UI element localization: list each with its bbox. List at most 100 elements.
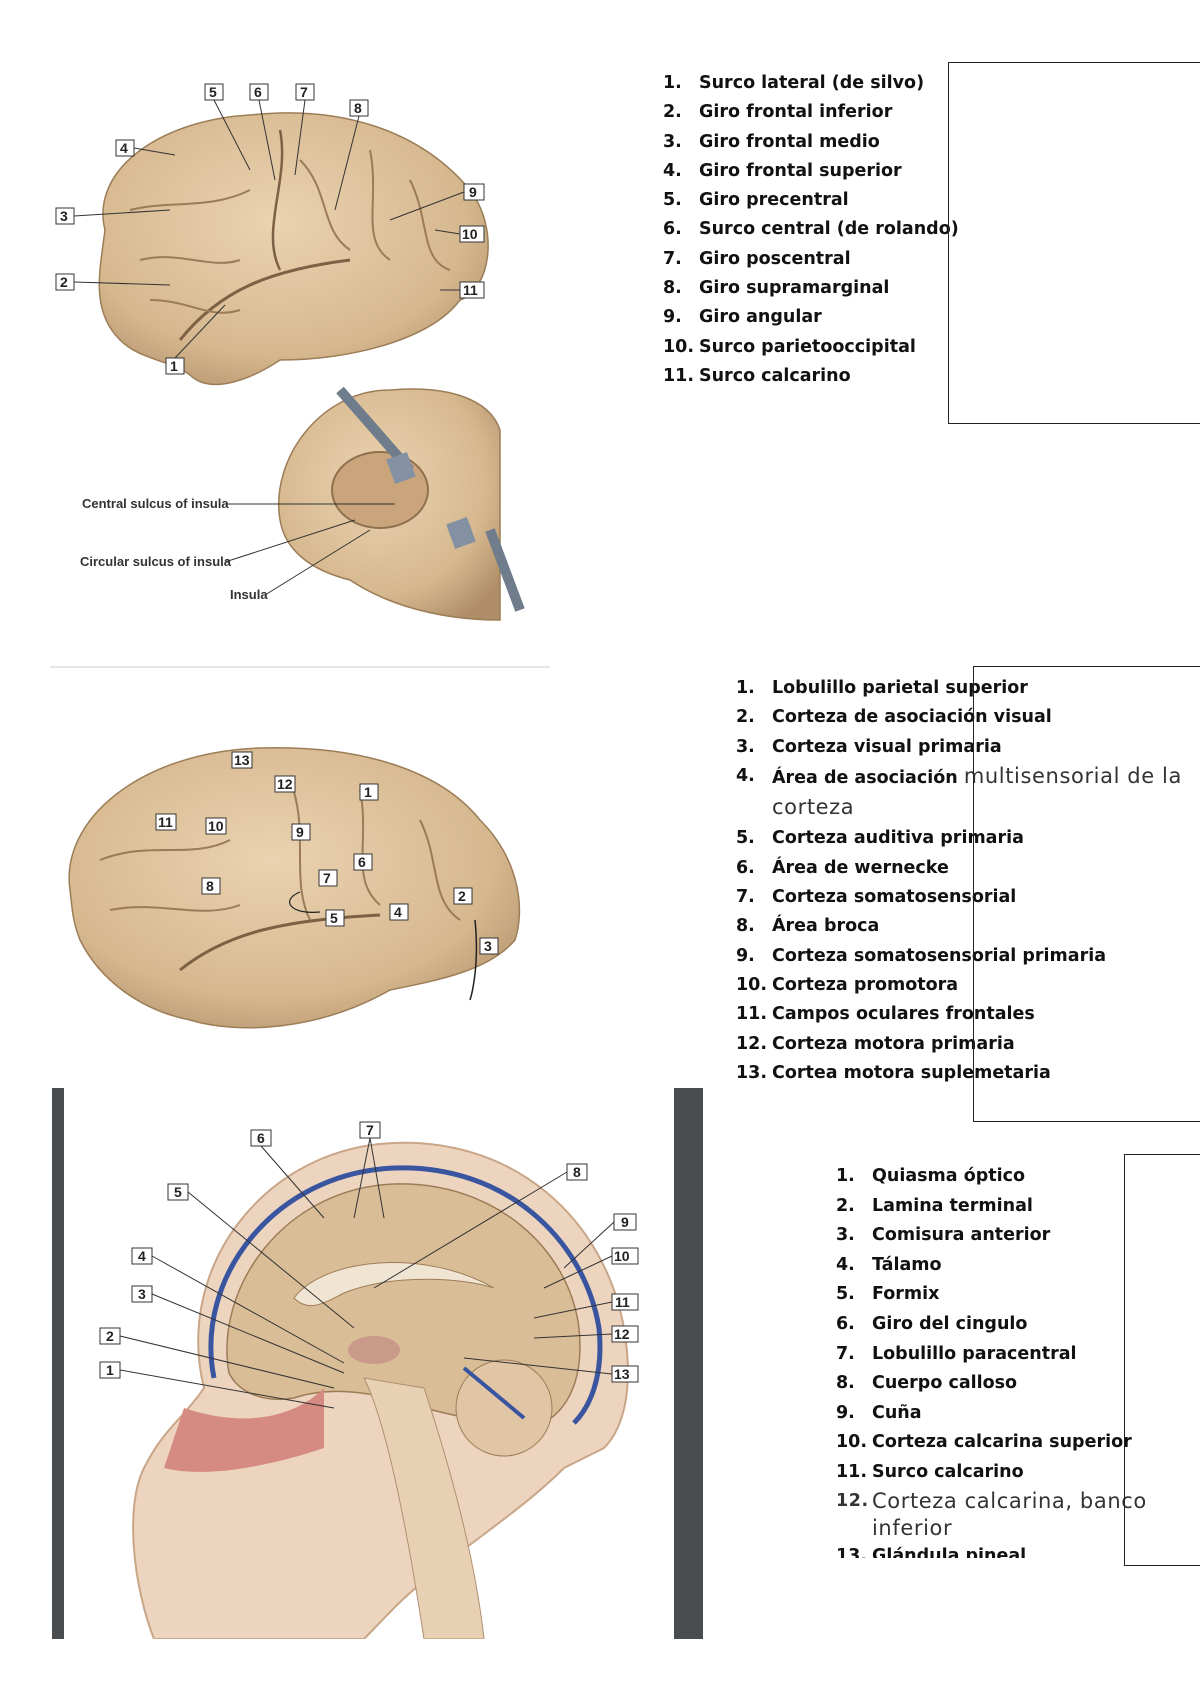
svg-text:8: 8 xyxy=(206,878,214,894)
callout-5: 5 xyxy=(204,83,251,171)
svg-text:2: 2 xyxy=(458,888,466,904)
list-item: 3.Giro frontal medio xyxy=(663,131,880,152)
svg-text:10: 10 xyxy=(208,818,224,834)
callout-2: 2 xyxy=(453,887,473,905)
brain-lateral xyxy=(98,112,489,386)
functional-areas-figure: 13 12 1 11 10 9 7 6 8 5 4 2 3 xyxy=(68,747,521,1029)
callout-6: 6 xyxy=(249,83,276,181)
list-sagittal-clip: 1.Quiasma óptico 2.Lamina terminal 3.Com… xyxy=(836,1162,1200,1558)
list-item: 1.Surco lateral (de silvo) xyxy=(663,73,925,93)
svg-text:6: 6 xyxy=(358,854,366,870)
svg-text:1: 1 xyxy=(106,1362,114,1378)
figure-border-left xyxy=(52,1088,64,1639)
svg-text:7: 7 xyxy=(323,870,331,886)
list-item: 7.Corteza somatosensorial xyxy=(736,887,1017,908)
svg-text:4: 4 xyxy=(394,904,402,920)
callout-6: 6 xyxy=(353,853,373,871)
list-item: 6.Surco central (de rolando) xyxy=(663,219,959,240)
svg-text:13: 13 xyxy=(234,752,250,768)
callout-3: 3 xyxy=(55,207,171,225)
callout-9: 9 xyxy=(563,1213,637,1269)
list-item: 4.Tálamo xyxy=(836,1254,942,1275)
list-item: 3.Corteza visual primaria xyxy=(736,736,1002,757)
callout-4: 4 xyxy=(115,139,176,157)
callout-7: 7 xyxy=(318,869,338,887)
callout-1: 1 xyxy=(99,1361,335,1409)
svg-text:4: 4 xyxy=(120,140,128,156)
callout-8: 8 xyxy=(334,99,369,211)
list-item: 8.Cuerpo calloso xyxy=(836,1373,1018,1394)
callout-10: 10 xyxy=(434,225,485,243)
list-item: 9.Corteza somatosensorial primaria xyxy=(736,945,1107,966)
svg-text:11: 11 xyxy=(158,814,173,830)
callout-12: 12 xyxy=(274,775,296,793)
list-item: 7.Giro poscentral xyxy=(663,248,851,269)
svg-text:4: 4 xyxy=(138,1248,146,1264)
svg-text:3: 3 xyxy=(484,938,492,954)
callout-12: 12 xyxy=(533,1325,639,1343)
list-item: 1.Lobulillo parietal superior xyxy=(736,678,1028,698)
list-item: 7.Lobulillo paracentral xyxy=(836,1343,1077,1364)
list-item: 13.Cortea motora suplemetaria xyxy=(736,1062,1051,1083)
list-item: 10.Surco parietooccipital xyxy=(663,336,916,357)
list-item: 10.Corteza promotora xyxy=(736,974,959,995)
callout-13: 13 xyxy=(463,1357,639,1383)
svg-text:11: 11 xyxy=(615,1294,630,1310)
list-item: 3.Comisura anterior xyxy=(836,1225,1051,1246)
svg-text:5: 5 xyxy=(174,1184,182,1200)
label-central-sulcus-insula: Central sulcus of insula xyxy=(82,496,229,511)
list-item: 4.Área de asociación multisensorial de l… xyxy=(736,763,1182,820)
lateral-brain-figure: 5 6 7 8 4 3 2 1 9 10 11 Central sulcus o… xyxy=(55,83,525,621)
callout-9: 9 xyxy=(389,183,485,221)
list-item: 6.Área de wernecke xyxy=(736,857,949,878)
svg-text:7: 7 xyxy=(366,1122,374,1138)
svg-text:12: 12 xyxy=(277,776,293,792)
callout-13: 13 xyxy=(231,751,253,769)
list-item: 8.Área broca xyxy=(736,916,880,937)
callout-11: 11 xyxy=(155,813,177,831)
callout-3: 3 xyxy=(479,937,499,955)
list-item: 10.Corteza calcarina superior xyxy=(836,1432,1132,1453)
callout-11: 11 xyxy=(533,1293,639,1319)
list-item: 11.Campos oculares frontales xyxy=(736,1004,1035,1025)
callout-7: 7 xyxy=(353,1121,385,1219)
callout-4: 4 xyxy=(389,903,409,921)
callout-5: 5 xyxy=(167,1183,355,1329)
empty-box-1 xyxy=(948,62,1200,424)
svg-text:2: 2 xyxy=(60,274,68,290)
svg-text:1: 1 xyxy=(170,358,178,374)
svg-text:6: 6 xyxy=(257,1130,265,1146)
callout-2: 2 xyxy=(99,1327,335,1389)
list-sagittal: 1.Quiasma óptico 2.Lamina terminal 3.Com… xyxy=(836,1162,1156,1558)
list-item: 8.Giro supramarginal xyxy=(663,278,890,299)
callout-7: 7 xyxy=(294,83,315,176)
svg-text:2: 2 xyxy=(106,1328,114,1344)
callout-1: 1 xyxy=(359,783,379,801)
separator xyxy=(50,666,550,668)
svg-text:1: 1 xyxy=(364,784,372,800)
svg-text:9: 9 xyxy=(469,184,477,200)
callout-8: 8 xyxy=(201,877,221,895)
callout-6: 6 xyxy=(250,1129,325,1219)
svg-text:10: 10 xyxy=(614,1248,630,1264)
svg-text:5: 5 xyxy=(330,910,338,926)
brain-lateral-2 xyxy=(68,747,521,1029)
list-item: 13.Glándula pineal xyxy=(836,1545,1027,1558)
svg-text:3: 3 xyxy=(60,208,68,224)
list-item: 11.Surco calcarino xyxy=(663,365,851,386)
empty-box-2 xyxy=(973,666,1200,1122)
list-item: 4.Giro frontal superior xyxy=(663,160,902,181)
callout-11: 11 xyxy=(440,281,485,299)
svg-text:10: 10 xyxy=(462,226,478,242)
list-item: 12.Corteza calcarina, banco inferior xyxy=(836,1488,1147,1540)
svg-text:7: 7 xyxy=(300,84,308,100)
svg-text:13: 13 xyxy=(614,1366,630,1382)
svg-text:12: 12 xyxy=(614,1326,630,1342)
list-item: 5.Corteza auditiva primaria xyxy=(736,828,1024,849)
svg-text:5: 5 xyxy=(209,84,217,100)
list-item: 5.Giro precentral xyxy=(663,190,849,211)
list-item: 12.Corteza motora primaria xyxy=(736,1033,1015,1054)
callout-10: 10 xyxy=(543,1247,639,1289)
list-item: 5.Formix xyxy=(836,1284,940,1305)
list-item: 6.Giro del cingulo xyxy=(836,1313,1028,1334)
